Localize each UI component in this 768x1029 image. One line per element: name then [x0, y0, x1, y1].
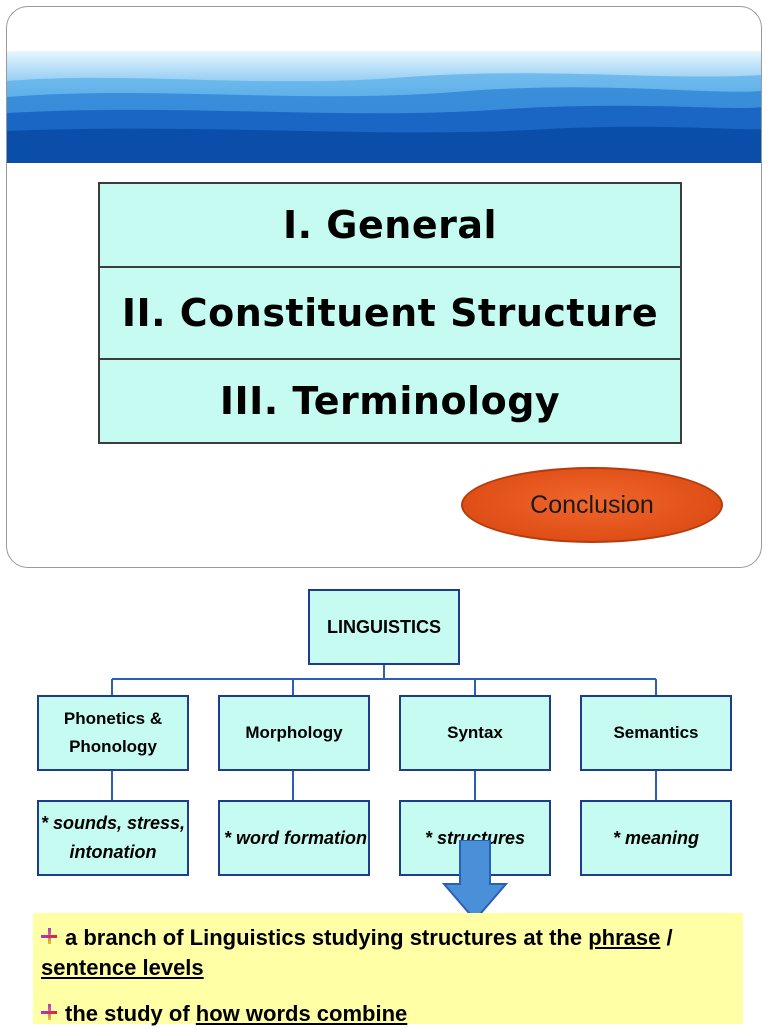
agenda-menu: I. General II. Constituent Structure III…	[98, 182, 682, 444]
definition-line-1: a branch of Linguistics studying structu…	[41, 925, 673, 980]
syntax-definition-box: a branch of Linguistics studying structu…	[33, 913, 743, 1026]
branch-syntax: Syntax	[399, 695, 551, 771]
tree-root-linguistics: LINGUISTICS	[308, 589, 460, 665]
branch-semantics: Semantics	[580, 695, 732, 771]
ocean-banner-image	[7, 51, 761, 163]
down-arrow-icon	[441, 840, 509, 922]
menu-item-terminology[interactable]: III. Terminology	[219, 379, 561, 423]
cross-bullet-icon	[41, 1004, 57, 1020]
tree-connectors	[111, 665, 657, 800]
cross-bullet-icon	[41, 928, 57, 944]
branch-morphology: Morphology	[218, 695, 370, 771]
conclusion-button[interactable]: Conclusion	[461, 467, 723, 543]
desc-phonetics-phonology: * sounds, stress, intonation	[37, 800, 189, 876]
menu-item-general[interactable]: I. General	[100, 184, 680, 268]
definition-line-2: the study of how words combine	[41, 999, 735, 1029]
branch-phonetics-phonology: Phonetics & Phonology	[37, 695, 189, 771]
desc-semantics: * meaning	[580, 800, 732, 876]
menu-item-constituent-structure[interactable]: II. Constituent Structure	[100, 268, 680, 360]
desc-morphology: * word formation	[218, 800, 370, 876]
slide-agenda: I. General II. Constituent Structure III…	[6, 6, 762, 568]
